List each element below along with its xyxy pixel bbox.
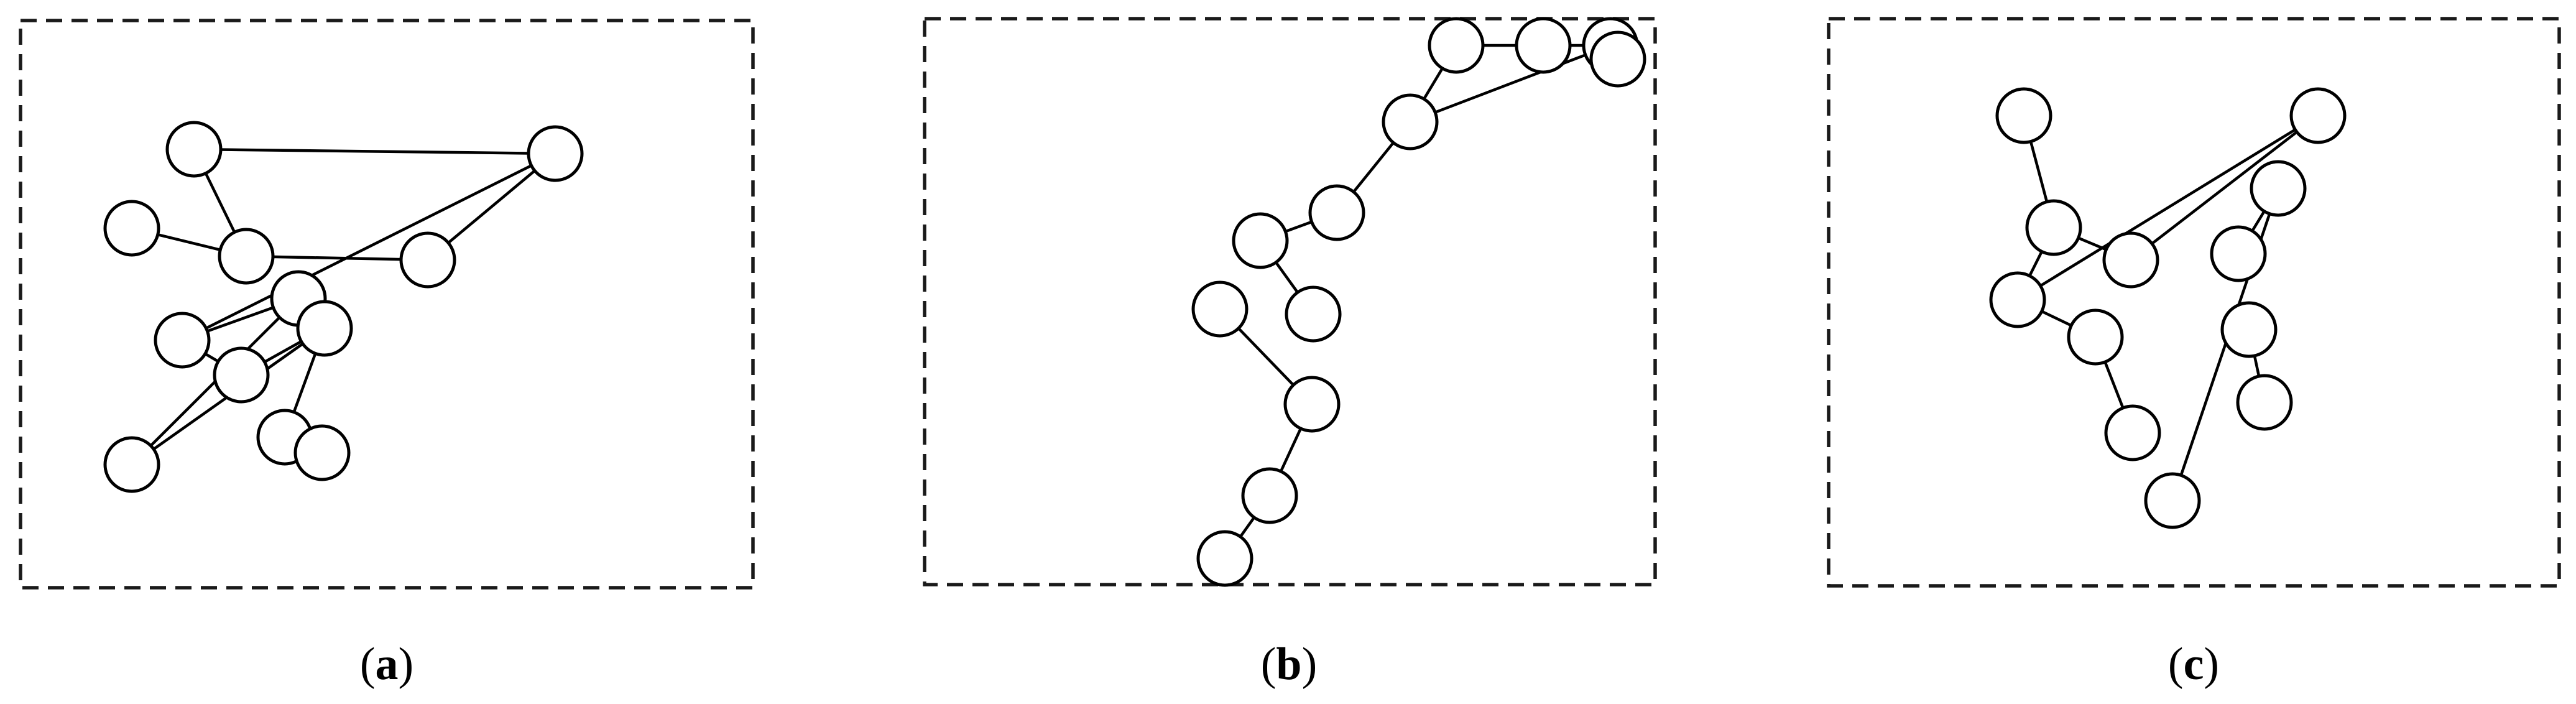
- panel-a-node: [527, 125, 584, 182]
- panel-a-edge: [244, 254, 430, 262]
- panel-c-edge: [2129, 114, 2320, 262]
- panel-a-node: [165, 121, 223, 178]
- panel-a-node: [154, 312, 211, 369]
- panel-c-node: [2220, 301, 2278, 358]
- panel-b-edge: [1408, 44, 1612, 124]
- panel-c-node: [2025, 199, 2082, 256]
- panel-a-edge: [192, 147, 557, 155]
- panel-a-node: [103, 436, 160, 493]
- panel-b-caption: (b): [1261, 639, 1317, 690]
- panel-a-node: [218, 228, 275, 285]
- panel-b-node: [1308, 184, 1365, 241]
- panel-b-node: [1196, 530, 1253, 587]
- panel-c-edge: [2016, 114, 2320, 302]
- panel-b-frame: [923, 17, 1657, 586]
- panel-b-node: [1589, 30, 1646, 88]
- panel-b: (b): [923, 17, 1657, 690]
- panel-b-node: [1241, 467, 1298, 524]
- panel-c-node: [2250, 160, 2307, 217]
- panel-b-node: [1283, 376, 1341, 433]
- panel-a-edges: [130, 147, 557, 466]
- panel-a: (a): [19, 19, 755, 690]
- panel-c-node: [2104, 404, 2161, 461]
- panel-c-node: [2210, 225, 2267, 282]
- panel-c-node: [1989, 271, 2046, 328]
- panel-a-node: [293, 424, 351, 481]
- panel-c: (c): [1827, 17, 2561, 690]
- panel-a-caption: (a): [360, 639, 413, 690]
- panel-b-nodes: [1191, 17, 1646, 587]
- panel-c-node: [2144, 472, 2201, 529]
- panel-b-node: [1285, 285, 1342, 343]
- panel-c-node: [2289, 87, 2347, 144]
- panel-c-node: [2067, 308, 2124, 366]
- panel-b-node: [1515, 17, 1572, 74]
- panel-a-frame: [19, 19, 755, 590]
- panel-c-nodes: [1989, 87, 2347, 529]
- panel-a-node: [103, 200, 160, 257]
- panel-c-frame: [1827, 17, 2561, 588]
- panel-c-node: [2236, 374, 2293, 431]
- panel-a-edge: [180, 152, 557, 342]
- panel-a-nodes: [103, 121, 584, 493]
- panel-a-node: [296, 300, 353, 357]
- panel-b-node: [1232, 212, 1289, 269]
- panel-a-node: [399, 231, 456, 289]
- panel-c-caption: (c): [2168, 639, 2219, 690]
- panel-b-node: [1428, 17, 1485, 74]
- panel-c-node: [2102, 231, 2159, 289]
- panel-a-node: [213, 346, 270, 404]
- panel-c-node: [1995, 87, 2052, 144]
- panel-b-node: [1382, 93, 1439, 151]
- panel-b-node: [1191, 280, 1249, 338]
